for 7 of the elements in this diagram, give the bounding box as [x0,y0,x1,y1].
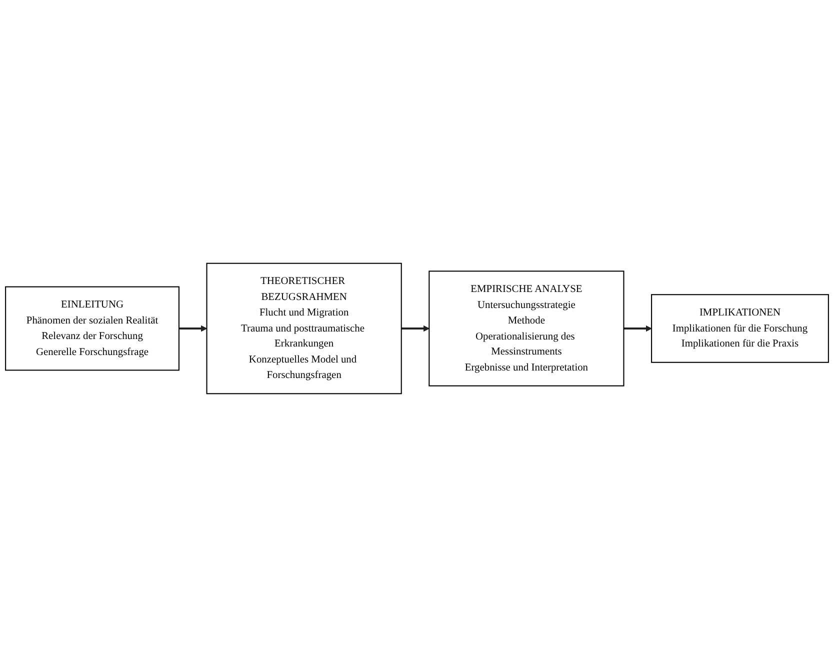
node-box: THEORETISCHER BEZUGSRAHMEN Flucht und Migration Trauma und posttraumatische Erkrankungen Konzeptuelles Model und Forschungsfragen [206,262,402,394]
arrow [401,325,430,332]
node-box: IMPLIKATIONEN Implikationen für die Forschung Implikationen für die Praxis [651,294,829,363]
node-box: EINLEITUNG Phänomen der sozialen Realität Relevanz der Forschung Generelle Forschungsfrage [5,286,180,371]
arrow [178,325,208,332]
arrow [624,325,652,332]
node-box: EMPIRISCHE ANALYSE Untersuchungsstrategie Methode Operationalisierung des Messinstruments Ergebnisse und Interpretation [428,270,624,386]
